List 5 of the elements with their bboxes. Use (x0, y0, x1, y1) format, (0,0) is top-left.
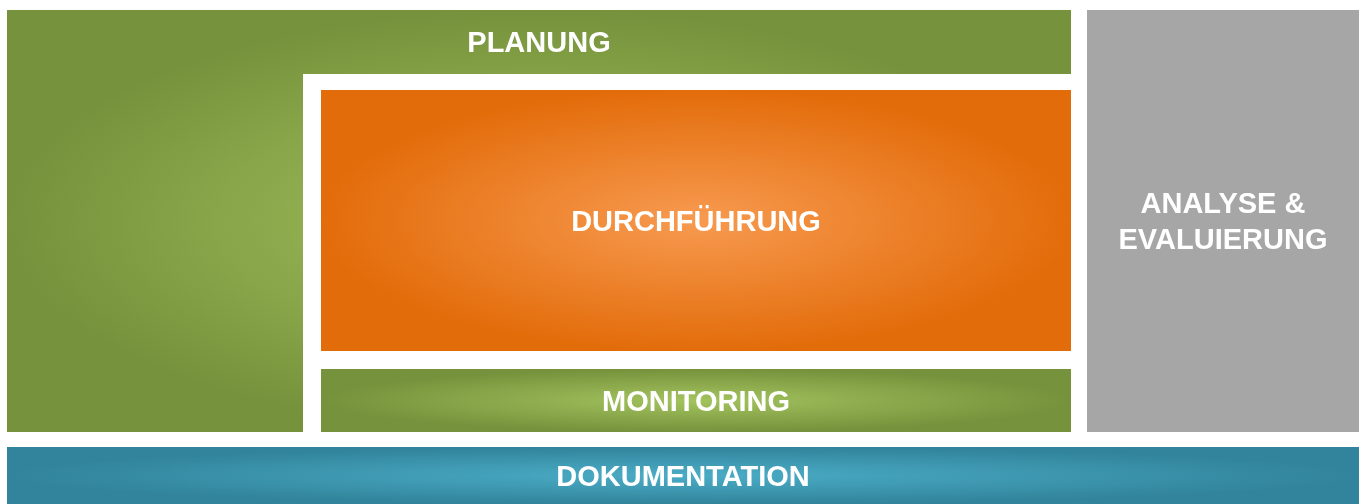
block-label: DURCHFÜHRUNG (571, 203, 821, 239)
block-label: DOKUMENTATION (556, 458, 810, 494)
block-label: MONITORING (602, 383, 790, 419)
block-label: PLANUNG (467, 25, 611, 60)
block-label: ANALYSE & EVALUIERUNG (1118, 186, 1328, 257)
